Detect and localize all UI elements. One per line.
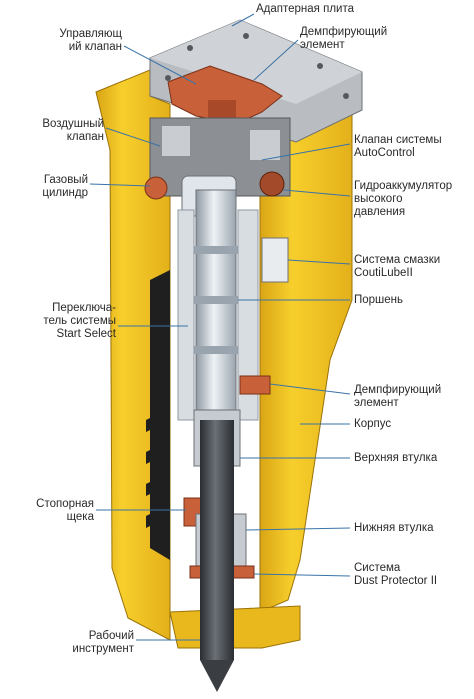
label-upper-bushing: Верхняя втулка xyxy=(354,452,438,464)
label-piston: Поршень xyxy=(354,294,404,306)
cylinder-liner-left xyxy=(177,209,195,421)
label-accumulator: Гидроаккумулятор высокого давления xyxy=(354,180,453,218)
label-damper-top: Демпфирующий элемент xyxy=(300,26,388,51)
label-dust-protector: Система Dust Protector II xyxy=(354,562,438,587)
cylinder-liner-right xyxy=(237,209,259,421)
label-body: Корпус xyxy=(354,418,392,430)
label-lower-bushing: Нижняя втулка xyxy=(354,522,434,534)
label-damper-mid: Демпфирующий элемент xyxy=(354,384,442,409)
label-working-tool: Рабочий инструмент xyxy=(72,630,134,655)
label-start-select: Переключа- тель системы Start Select xyxy=(43,302,116,340)
label-control-valve: Управляющ ий клапан xyxy=(59,28,122,53)
leader-lines xyxy=(89,13,351,641)
label-autocontrol-valve: Клапан системы AutoControl xyxy=(354,134,442,159)
label-adapter-plate: Адаптерная плита xyxy=(256,3,354,15)
damper-element-mid xyxy=(239,375,271,395)
piston xyxy=(190,189,242,415)
coutilube-unit xyxy=(261,237,289,283)
working-tool xyxy=(200,420,234,692)
label-coutilube: Система смазки CoutiLubeII xyxy=(354,254,441,279)
label-retainer: Стопорная щека xyxy=(36,498,94,523)
label-gas-cylinder: Газовый цилиндр xyxy=(42,174,88,199)
label-air-valve: Воздушный клапан xyxy=(42,118,104,143)
